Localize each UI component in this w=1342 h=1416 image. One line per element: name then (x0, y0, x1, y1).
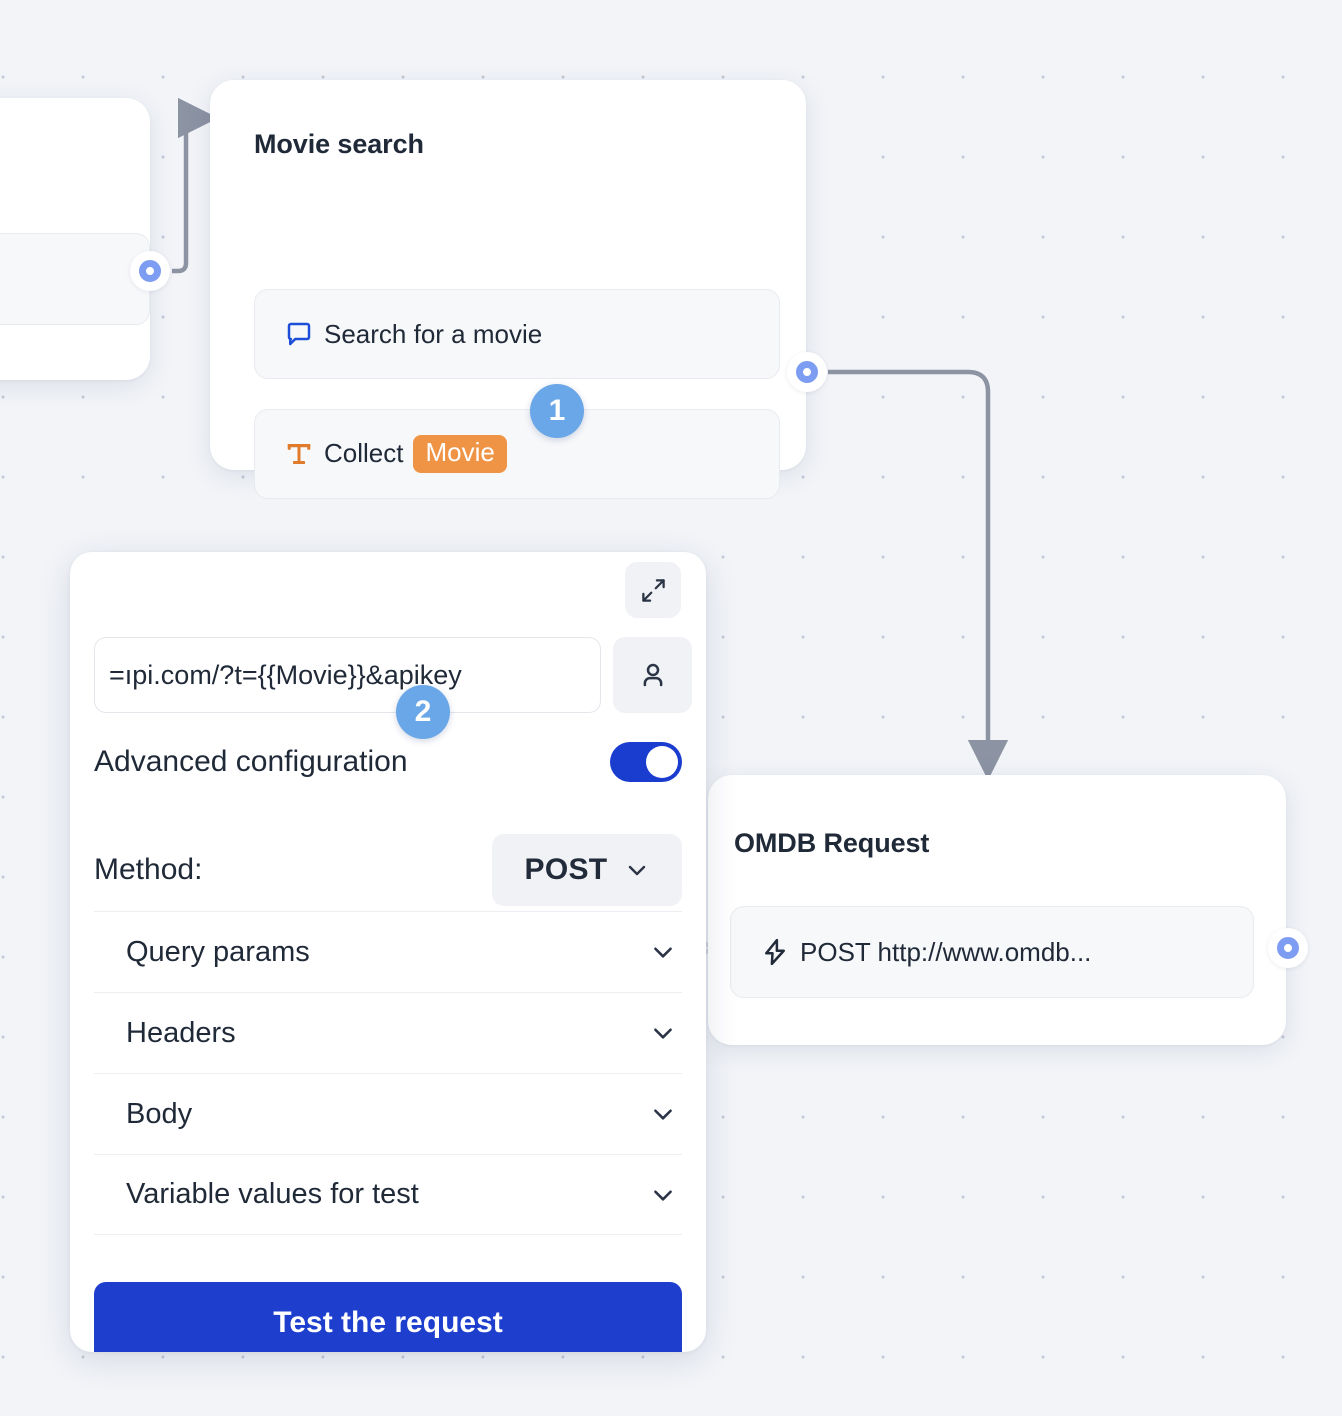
accordion-item-variable-values[interactable]: Variable values for test (94, 1154, 682, 1235)
method-row: Method: POST (94, 834, 682, 906)
advanced-configuration-label: Advanced configuration (94, 745, 408, 778)
edge-partial-to-movie-search (172, 97, 219, 274)
node-movie-search[interactable]: Movie search Search for a movie (210, 80, 806, 499)
accordion-label-variable-values: Variable values for test (126, 1178, 419, 1210)
request-url-input[interactable] (94, 637, 601, 713)
chevron-down-icon (625, 858, 649, 882)
test-the-request-button[interactable]: Test the request (94, 1282, 682, 1352)
step-badge-1: 1 (530, 384, 584, 438)
accordion-item-query-params[interactable]: Query params (94, 911, 682, 992)
variable-chip-movie[interactable]: Movie (413, 435, 507, 473)
node-movie-search-title: Movie search (254, 129, 424, 159)
lightning-bolt-icon (760, 937, 790, 967)
step-badge-2: 2 (396, 685, 450, 739)
chevron-down-icon[interactable] (650, 939, 676, 965)
node-omdb-title: OMDB Request (734, 828, 930, 858)
edge-movie-search-to-omdb (828, 369, 1009, 781)
request-config-panel[interactable]: Advanced configuration Method: POST Quer… (70, 552, 706, 1352)
expand-panel-button[interactable] (625, 562, 681, 618)
expand-diagonal-icon (640, 577, 667, 604)
method-value: POST (524, 853, 608, 886)
port-partial-output[interactable] (130, 251, 170, 291)
chevron-down-icon[interactable] (650, 1101, 676, 1127)
accordion-label-query-params: Query params (126, 935, 310, 968)
chevron-down-icon[interactable] (650, 1020, 676, 1046)
accordion-label-headers: Headers (126, 1016, 236, 1049)
slot-omdb-label: POST http://www.omdb... (800, 936, 1092, 967)
slot-search-label-wrap: Search for a movie (284, 319, 542, 350)
port-movie-search-output[interactable] (787, 352, 827, 392)
credentials-button[interactable] (613, 637, 692, 713)
port-omdb-output[interactable] (1268, 928, 1308, 968)
advanced-configuration-toggle[interactable] (610, 742, 682, 782)
url-row (94, 637, 692, 713)
advanced-configuration-row: Advanced configuration (94, 742, 682, 782)
method-select[interactable]: POST (492, 834, 682, 906)
slot-collect-label: Collect (324, 438, 404, 469)
config-accordion: Query params Headers Body (94, 911, 682, 1235)
node-omdb-request[interactable]: OMDB Request POST http://www.omdb... (708, 775, 1286, 1045)
text-field-icon (284, 439, 314, 469)
accordion-label-body: Body (126, 1097, 193, 1130)
slot-collect-movie[interactable]: Collect Movie (254, 409, 780, 499)
slot-omdb-label-wrap: POST http://www.omdb... (760, 937, 1091, 968)
accordion-item-body[interactable]: Body (94, 1073, 682, 1154)
node-partial-slot[interactable] (0, 233, 150, 325)
method-label: Method: (94, 853, 203, 886)
slot-omdb-post-request[interactable]: POST http://www.omdb... (730, 906, 1254, 998)
node-partial-left[interactable] (0, 98, 150, 380)
chevron-down-icon[interactable] (650, 1182, 676, 1208)
message-bubble-icon (284, 319, 314, 349)
slot-search-label: Search for a movie (324, 318, 543, 349)
slot-search-for-a-movie[interactable]: Search for a movie (254, 289, 780, 379)
slot-collect-label-wrap: Collect Movie (284, 435, 507, 473)
person-icon (638, 660, 668, 690)
accordion-item-headers[interactable]: Headers (94, 992, 682, 1073)
